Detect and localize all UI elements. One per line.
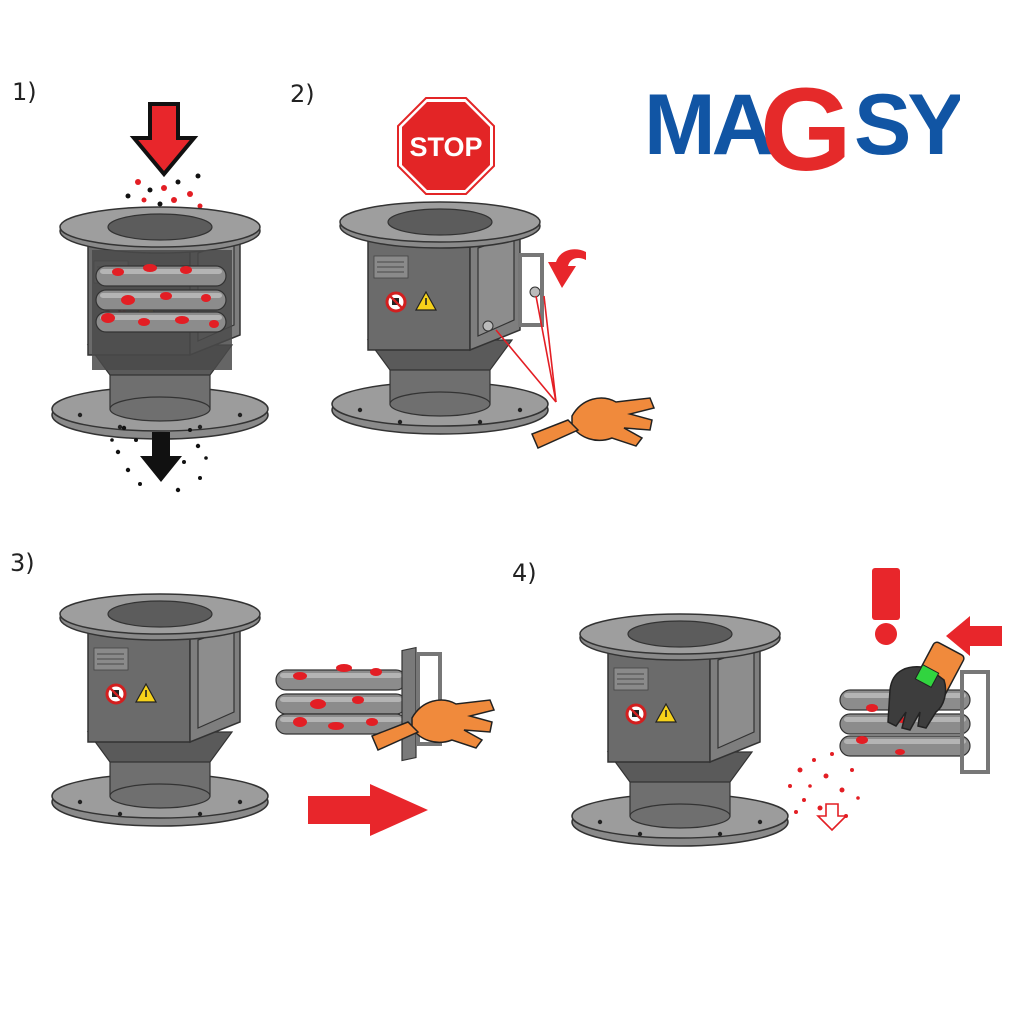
step-2-panel [330, 200, 655, 449]
magnetic-rods-4 [839, 670, 990, 774]
glove-icon [887, 641, 965, 731]
separator-housing-3 [50, 592, 270, 828]
logo-text-mid: G [760, 64, 852, 196]
down-arrow-icon [140, 432, 182, 482]
door-clamps [482, 253, 544, 332]
step-4-label: 4) [512, 559, 537, 587]
magsy-logo: MA G SY [644, 64, 960, 196]
step-3-panel [50, 592, 495, 836]
stop-sign-icon: STOP [397, 97, 495, 195]
step-3-label: 3) [10, 549, 35, 577]
logo-text-left: MA [644, 77, 772, 173]
stop-sign-text: STOP [409, 132, 482, 162]
step-1-panel [50, 102, 270, 493]
separator-housing-2 [330, 200, 550, 436]
exclamation-icon [872, 568, 900, 645]
left-arrow-icon [946, 616, 1002, 656]
output-particles [110, 425, 208, 493]
hand-icon [531, 397, 655, 449]
logo-text-right: SY [854, 77, 960, 173]
pointer-lines [495, 295, 557, 403]
down-arrow-icon [129, 102, 199, 178]
separator-housing-4 [570, 612, 790, 848]
step-4-panel [570, 568, 1002, 848]
down-arrow-outline-icon [816, 803, 848, 832]
magnetic-rods-1 [92, 250, 232, 370]
magnetic-rods-3 [275, 646, 442, 762]
step-1-label: 1) [12, 78, 37, 106]
curved-arrow-icon [548, 249, 586, 288]
released-particles [788, 752, 860, 818]
step-2-label: 2) [290, 80, 315, 108]
right-arrow-icon [308, 784, 428, 836]
